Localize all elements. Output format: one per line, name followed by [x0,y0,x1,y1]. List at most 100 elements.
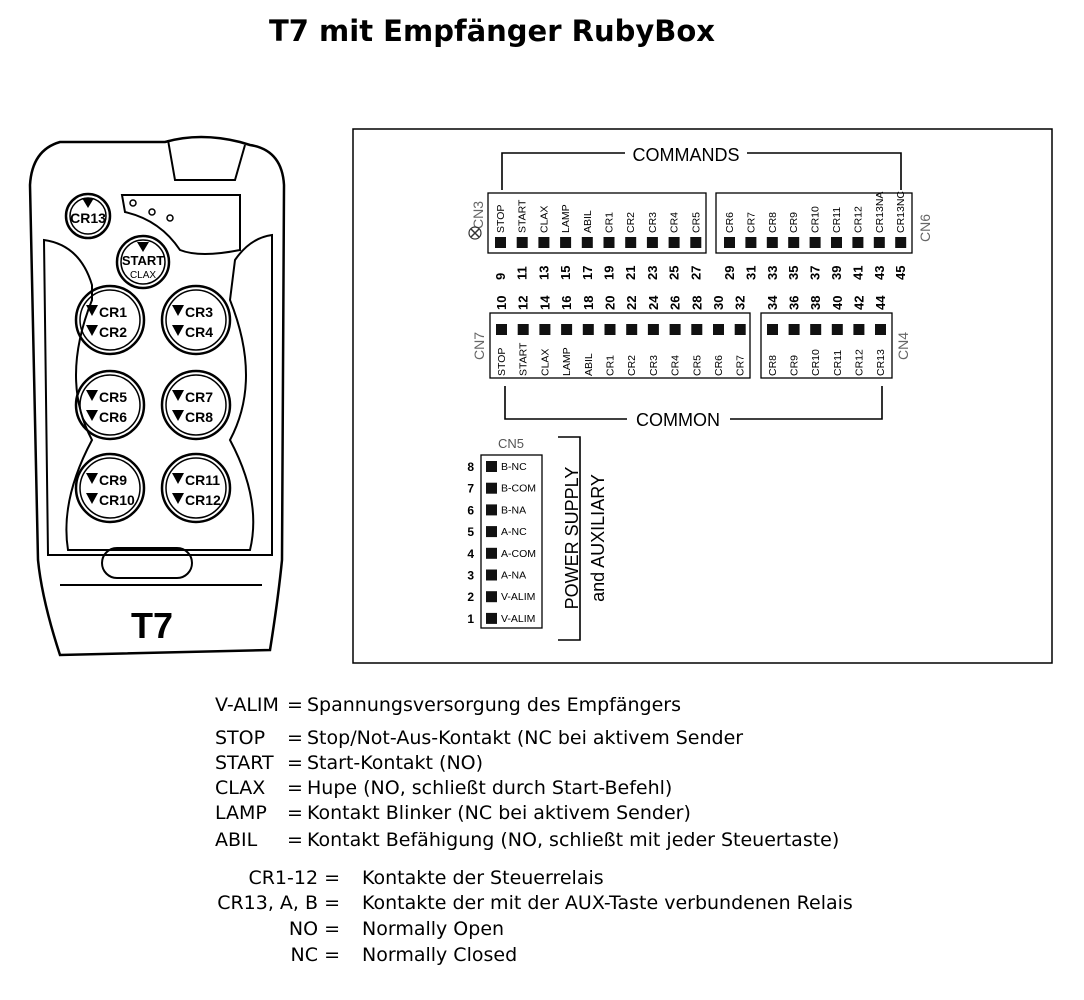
remote-inner-panel [42,233,273,556]
button-sublabel: CLAX [130,270,156,281]
pin-number: 32 [733,296,748,310]
pin-label: B-NA [501,504,526,516]
common-bracket [504,386,883,420]
terminal-30 [713,324,724,335]
pin-label: CR10 [810,206,822,233]
ground-screw-icon [468,226,482,240]
pin-number: 20 [603,296,618,310]
pin-label: V-ALIM [501,591,535,603]
pin-label: CR8 [767,212,779,233]
terminal-14 [539,324,551,335]
pin-label: V-ALIM [501,613,535,625]
terminal-22 [626,324,638,335]
terminal-3 [486,569,497,581]
pin-number: 40 [830,296,845,310]
arrow-down-icon [172,410,184,421]
arrow-down-icon [86,305,98,316]
pin-label: CR13NC [895,191,907,233]
terminal-40 [831,324,843,335]
pin-number: 14 [537,295,552,310]
remote-button-cr13: CR13 [64,192,112,240]
terminal-41 [852,237,864,248]
pin-label: CR11 [831,207,843,233]
terminal-39 [831,237,842,248]
arrow-down-icon [172,325,184,336]
pin-number: 37 [808,266,823,280]
legend-term: NO = [288,918,340,940]
button-label: CR11 [185,472,220,488]
pin-label: CR2 [625,212,637,233]
button-label: CR2 [99,324,127,340]
connector-box [715,192,913,254]
pin-label: CR13 [875,349,887,376]
button-label: CR12 [185,492,221,508]
screw-cross [470,228,480,238]
pin-label: CR3 [648,355,660,376]
pin-label: B-NC [501,461,527,473]
pin-number: 18 [581,296,596,310]
terminal-37 [809,237,821,248]
button-inner-ring [165,457,227,519]
pin-label: CR1 [605,355,617,376]
terminal-9 [495,237,506,248]
arrow-down-icon [172,493,184,504]
terminal-34 [767,324,778,335]
pin-number: 38 [808,296,823,310]
terminal-26 [669,324,681,335]
pin-number: 35 [786,266,801,280]
pin-number: 36 [787,296,802,310]
arrow-down-icon [86,493,98,504]
legend-row: V-ALIM=Spannungsversorgung des Empfänger… [215,693,681,718]
legend-desc: Spannungsversorgung des Empfängers [307,694,681,716]
pin-label: CR10 [810,349,822,376]
pin-number: 2 [467,590,474,604]
pin-number: 23 [645,266,660,280]
terminal-23 [646,237,658,248]
connector-box [760,312,893,379]
button-label: CR4 [185,324,213,340]
legend-term: NC = [290,944,340,966]
pin-number: 34 [765,295,780,310]
pin-label: CR6 [713,355,725,376]
button-inner-ring [79,289,141,351]
legend-equals: = [287,802,303,824]
pin-number: 19 [602,266,617,280]
legend-term: V-ALIM [215,694,279,716]
terminal-1 [486,612,497,624]
common-label: COMMON [636,410,720,430]
terminal-8 [486,461,497,472]
pin-label: CLAX [538,206,550,233]
terminal-19 [603,237,615,248]
terminal-5 [486,526,497,538]
button-outline [160,284,232,356]
terminal-10 [496,324,507,335]
legend-row: STOP=Stop/Not-Aus-Kontakt (NC bei aktive… [215,726,743,751]
legend-desc: Start-Kontakt (NO) [307,752,484,774]
remote-handle-slot [101,547,193,579]
pin-label: CR7 [735,355,747,376]
power-bracket [558,436,581,641]
button-outline [74,369,146,441]
connector-name-cn6: CN6 [917,214,933,242]
terminal-18 [582,324,594,335]
legend-row: START=Start-Kontakt (NO) [215,751,483,776]
legend-row: ABIL=Kontakt Befähigung (NO, schließt mi… [215,828,839,853]
terminal-35 [788,237,800,248]
arrow-down-icon [86,390,98,401]
terminal-21 [625,237,637,248]
pin-number: 15 [558,266,573,280]
auxiliary-label: and AUXILIARY [588,474,608,602]
connector-name-cn4: CN4 [895,332,911,360]
legend-desc: Stop/Not-Aus-Kontakt (NC bei aktivem Sen… [307,727,744,749]
commands-label: COMMANDS [633,145,740,165]
pin-number: 16 [559,296,574,310]
button-inner-ring [165,289,227,351]
legend-desc: Kontakt Befähigung (NO, schließt mit jed… [307,829,840,851]
button-outline [74,284,146,356]
button-label: CR3 [185,304,213,320]
pin-label: CR4 [669,212,681,233]
pin-number: 29 [722,266,737,280]
connector-name-cn5: CN5 [498,436,524,451]
